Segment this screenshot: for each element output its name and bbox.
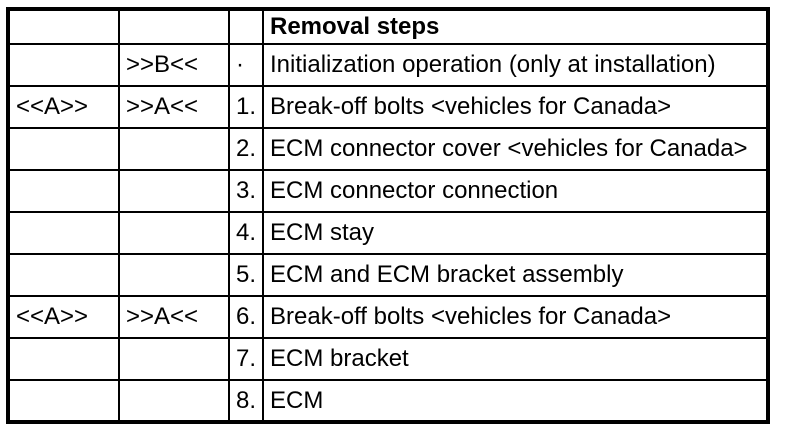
step-number-cell: 3.: [228, 169, 264, 213]
step-number-cell: [228, 8, 264, 45]
mark-outer-cell: [7, 169, 120, 213]
step-description-cell: ECM and ECM bracket assembly: [262, 253, 769, 297]
mark-inner-cell: [118, 337, 230, 381]
step-number-cell: 2.: [228, 127, 264, 171]
mark-outer-cell: [7, 8, 120, 45]
mark-inner-cell: [118, 169, 230, 213]
table-row: 3. ECM connector connection: [7, 169, 769, 213]
step-description-cell: ECM stay: [262, 211, 769, 255]
step-description-cell: ECM bracket: [262, 337, 769, 381]
table-row: <<A>> >>A<< 1. Break-off bolts <vehicles…: [7, 85, 769, 129]
table-row: 5. ECM and ECM bracket assembly: [7, 253, 769, 297]
table-row: 7. ECM bracket: [7, 337, 769, 381]
mark-outer-cell: [7, 43, 120, 87]
mark-inner-cell: [118, 379, 230, 423]
table-row: 8. ECM: [7, 379, 769, 423]
step-number-cell: 6.: [228, 295, 264, 339]
step-description-cell: ECM connector connection: [262, 169, 769, 213]
step-description-cell: Initialization operation (only at instal…: [262, 43, 769, 87]
step-description-cell: ECM connector cover <vehicles for Canada…: [262, 127, 769, 171]
mark-outer-cell: [7, 211, 120, 255]
table-row: <<A>> >>A<< 6. Break-off bolts <vehicles…: [7, 295, 769, 339]
mark-outer-cell: [7, 127, 120, 171]
step-number-cell: 1.: [228, 85, 264, 129]
mark-inner-cell: [118, 211, 230, 255]
mark-outer-cell: [7, 253, 120, 297]
mark-inner-cell: [118, 253, 230, 297]
step-description-cell: ECM: [262, 379, 769, 423]
mark-inner-cell: >>A<<: [118, 85, 230, 129]
step-number-cell: ·: [228, 43, 264, 87]
step-number-cell: 7.: [228, 337, 264, 381]
step-number-cell: 5.: [228, 253, 264, 297]
table-row: 4. ECM stay: [7, 211, 769, 255]
step-number-cell: 4.: [228, 211, 264, 255]
step-description-cell: Break-off bolts <vehicles for Canada>: [262, 85, 769, 129]
mark-outer-cell: [7, 337, 120, 381]
removal-steps-table: Removal steps >>B<< · Initialization ope…: [6, 7, 770, 424]
table-row: >>B<< · Initialization operation (only a…: [7, 43, 769, 87]
table-header-row: Removal steps: [7, 8, 769, 45]
mark-inner-cell: [118, 127, 230, 171]
mark-outer-cell: <<A>>: [7, 295, 120, 339]
removal-steps-header: Removal steps: [262, 8, 769, 45]
mark-inner-cell: >>B<<: [118, 43, 230, 87]
step-number-cell: 8.: [228, 379, 264, 423]
step-description-cell: Break-off bolts <vehicles for Canada>: [262, 295, 769, 339]
mark-inner-cell: >>A<<: [118, 295, 230, 339]
mark-inner-cell: [118, 8, 230, 45]
table-row: 2. ECM connector cover <vehicles for Can…: [7, 127, 769, 171]
mark-outer-cell: [7, 379, 120, 423]
mark-outer-cell: <<A>>: [7, 85, 120, 129]
